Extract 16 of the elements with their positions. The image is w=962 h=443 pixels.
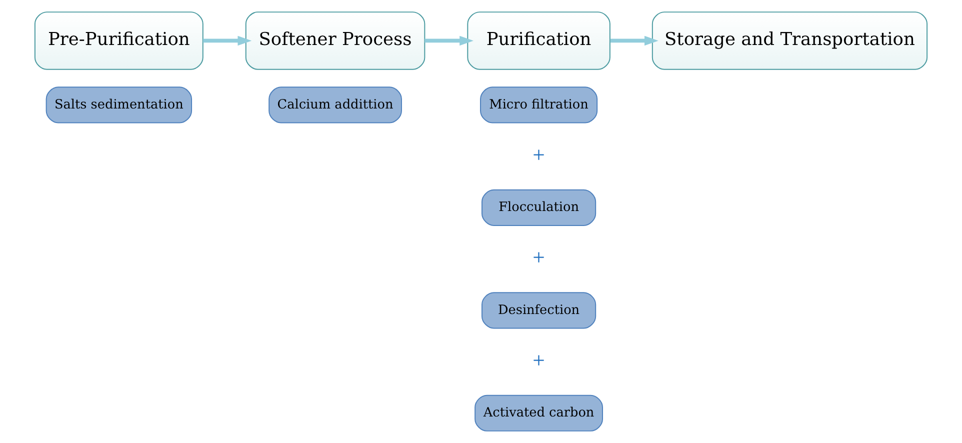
label: + xyxy=(532,246,545,270)
node-box: Micro filtration xyxy=(480,86,598,124)
node-box: Activated carbon xyxy=(474,394,603,432)
node-box: Calcium addittion xyxy=(268,86,402,124)
node-box: Softener Process xyxy=(245,12,426,70)
arrow xyxy=(610,36,658,46)
node-box: Storage and Transportation xyxy=(652,12,928,70)
node-box: Flocculation xyxy=(482,189,596,226)
arrow xyxy=(203,36,252,46)
node-box: Purification xyxy=(467,12,610,70)
arrow xyxy=(424,36,474,46)
label: + xyxy=(532,142,545,167)
node-box: Desinfection xyxy=(482,292,596,329)
label: + xyxy=(532,348,545,372)
node-box: Pre-Purification xyxy=(34,12,204,70)
node-box: Salts sedimentation xyxy=(46,86,192,124)
